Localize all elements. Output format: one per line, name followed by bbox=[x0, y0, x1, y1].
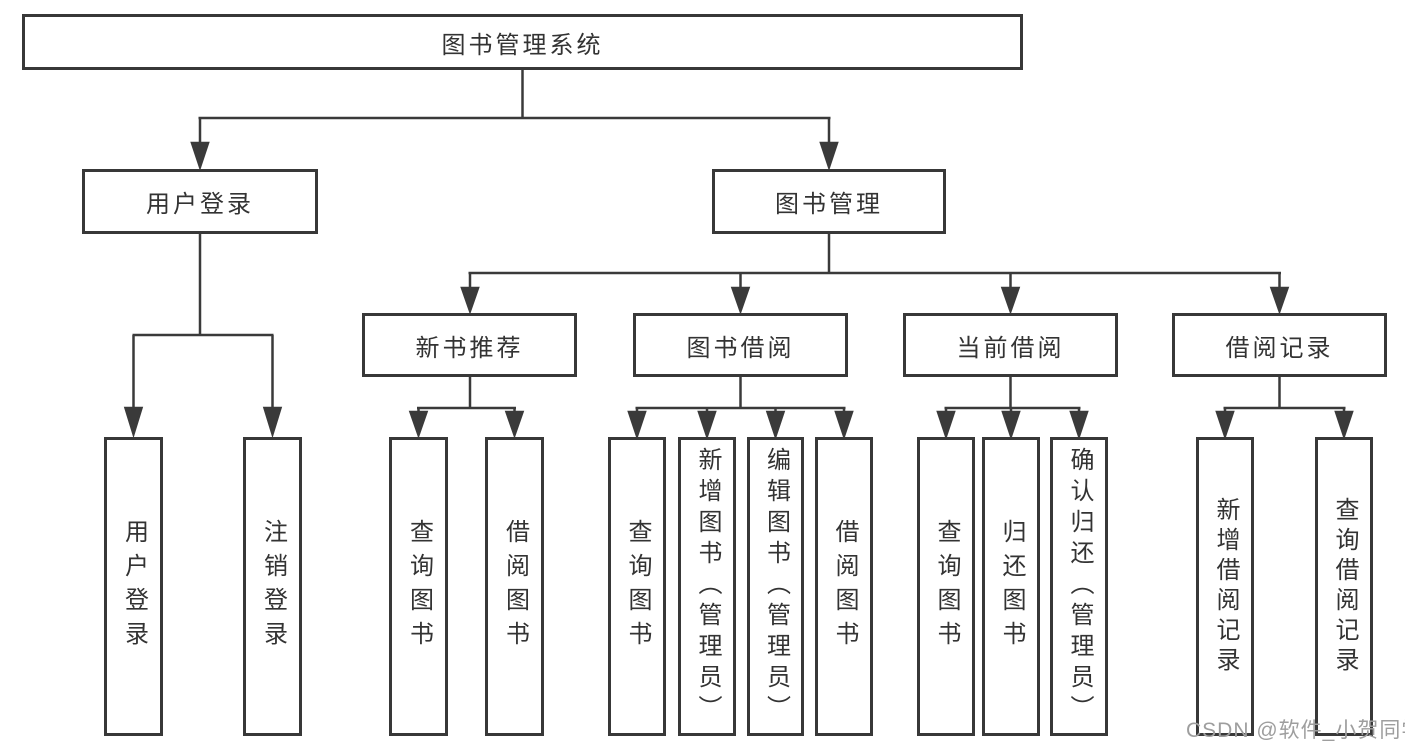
node-book-management-label: 图书管理 bbox=[775, 191, 883, 218]
node-current-borrow: 当前借阅 bbox=[903, 313, 1118, 377]
node-root: 图书管理系统 bbox=[22, 14, 1023, 70]
node-current-borrow-label: 当前借阅 bbox=[956, 334, 1065, 362]
leaf-confirm-return-admin: 确认归还（管理员） bbox=[1050, 437, 1108, 736]
node-book-management: 图书管理 bbox=[712, 169, 946, 234]
leaf-return-books: 归还图书 bbox=[982, 437, 1040, 736]
node-book-borrow-label: 图书借阅 bbox=[686, 334, 795, 362]
node-new-book-recommend: 新书推荐 bbox=[362, 313, 577, 377]
leaf-borrow-books-recommend: 借阅图书 bbox=[485, 437, 544, 736]
leaf-edit-books-admin: 编辑图书（管理员） bbox=[747, 437, 804, 736]
leaf-query-books-current-label: 查询图书 bbox=[933, 518, 960, 655]
leaf-confirm-return-admin-label: 确认归还（管理员） bbox=[1066, 447, 1093, 726]
node-borrow-records: 借阅记录 bbox=[1172, 313, 1387, 377]
node-user-login: 用户登录 bbox=[82, 169, 318, 234]
leaf-add-books-admin: 新增图书（管理员） bbox=[678, 437, 736, 736]
leaf-query-books-borrow: 查询图书 bbox=[608, 437, 666, 736]
leaf-add-borrow-record-label: 新增借阅记录 bbox=[1212, 496, 1239, 677]
leaf-edit-books-admin-label: 编辑图书（管理员） bbox=[762, 447, 790, 726]
leaf-query-books-current: 查询图书 bbox=[917, 437, 975, 736]
leaf-borrow-books-label: 借阅图书 bbox=[831, 518, 858, 655]
leaf-query-books-borrow-label: 查询图书 bbox=[624, 518, 651, 655]
leaf-logout: 注销登录 bbox=[243, 437, 302, 736]
node-new-book-recommend-label: 新书推荐 bbox=[415, 334, 524, 362]
node-borrow-records-label: 借阅记录 bbox=[1225, 334, 1334, 362]
leaf-query-borrow-record: 查询借阅记录 bbox=[1315, 437, 1373, 736]
leaf-add-borrow-record: 新增借阅记录 bbox=[1196, 437, 1254, 736]
watermark: CSDN @软件_小贺同学 bbox=[1186, 719, 1405, 742]
leaf-user-login-label: 用户登录 bbox=[120, 518, 148, 655]
leaf-return-books-label: 归还图书 bbox=[998, 518, 1025, 655]
leaf-borrow-books: 借阅图书 bbox=[815, 437, 873, 736]
leaf-query-books-recommend: 查询图书 bbox=[389, 437, 448, 736]
leaf-add-books-admin-label: 新增图书（管理员） bbox=[694, 447, 721, 726]
leaf-borrow-books-recommend-label: 借阅图书 bbox=[501, 518, 529, 655]
node-user-login-label: 用户登录 bbox=[146, 191, 254, 218]
leaf-user-login: 用户登录 bbox=[104, 437, 163, 736]
leaf-query-books-recommend-label: 查询图书 bbox=[405, 518, 433, 655]
leaf-query-borrow-record-label: 查询借阅记录 bbox=[1331, 496, 1358, 677]
leaf-logout-label: 注销登录 bbox=[259, 518, 287, 655]
node-root-label: 图书管理系统 bbox=[441, 31, 604, 59]
node-book-borrow: 图书借阅 bbox=[633, 313, 848, 377]
